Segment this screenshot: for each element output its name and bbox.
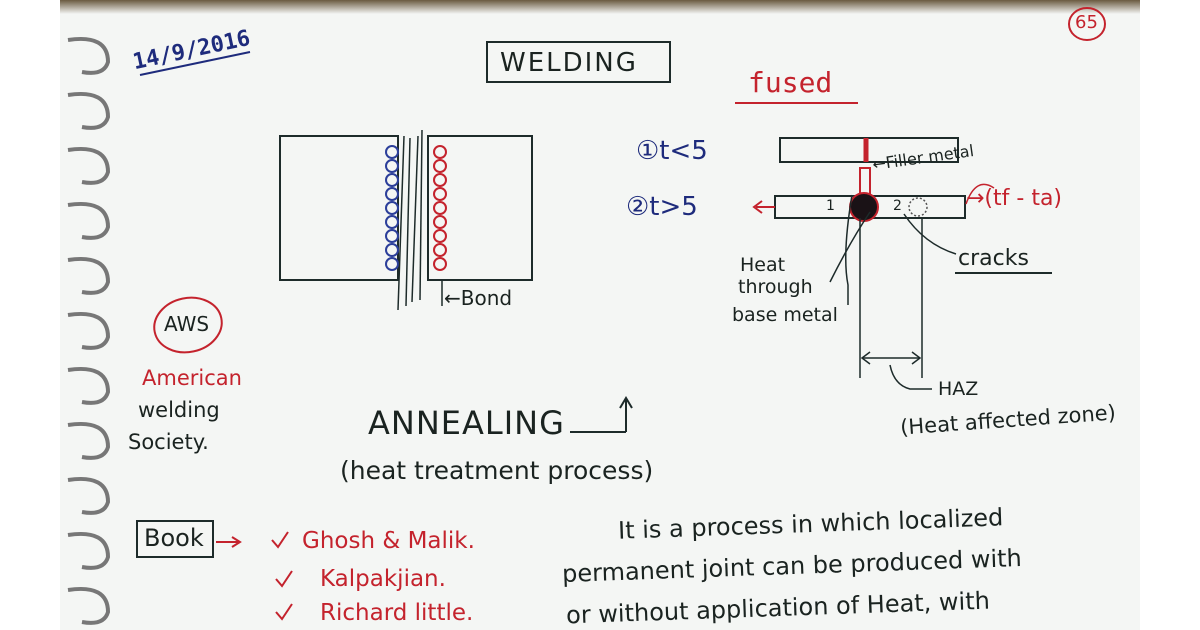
page-right-margin: [1140, 0, 1200, 630]
check-marks: [271, 531, 293, 621]
book-item-2: Kalpakjian.: [320, 566, 446, 592]
aws-circle: [153, 296, 223, 354]
page-top-shadow: [60, 0, 1140, 14]
haz-label: HAZ: [938, 378, 979, 400]
page-number-circle: [1068, 7, 1106, 41]
heat-label-line1: Heat: [740, 254, 786, 276]
page-title: WELDING: [500, 48, 638, 78]
case-2-label: ②t>5: [626, 192, 698, 222]
book-arrow: [216, 536, 242, 548]
annealing-arrow: [570, 396, 633, 433]
book-label: Book: [144, 524, 204, 552]
case-1-label: ①t<5: [636, 136, 708, 166]
page-number: 65: [1075, 12, 1098, 33]
title-box: [486, 41, 671, 83]
cracks-label: cracks: [958, 246, 1029, 271]
aws-line2: welding: [138, 398, 220, 422]
book-item-3: Richard little.: [320, 600, 474, 626]
bond-label: ←Bond: [444, 286, 513, 310]
region-1-label: 1: [826, 198, 835, 214]
book-box: [136, 520, 214, 558]
region-2-label: 2: [893, 198, 902, 214]
page-left-margin: [0, 0, 60, 630]
aws-badge: AWS: [164, 312, 210, 336]
formula-label: →(tf - ta): [966, 186, 1063, 211]
spiral-binding: [67, 37, 111, 625]
heat-label-line3: base metal: [732, 304, 838, 326]
aws-line1: American: [142, 366, 242, 390]
aws-line3: Society.: [128, 430, 209, 454]
butt-weld-diagram: [279, 129, 533, 311]
book-item-1: Ghosh & Malik.: [302, 528, 475, 554]
date-underline: [139, 51, 251, 76]
annealing-subtitle: (heat treatment process): [340, 456, 654, 485]
fused-heading: fused: [748, 66, 833, 99]
annealing-title: ANNEALING: [368, 404, 565, 442]
heat-label-line2: through: [738, 276, 813, 298]
fillet-weld-diagram: [752, 137, 1052, 390]
